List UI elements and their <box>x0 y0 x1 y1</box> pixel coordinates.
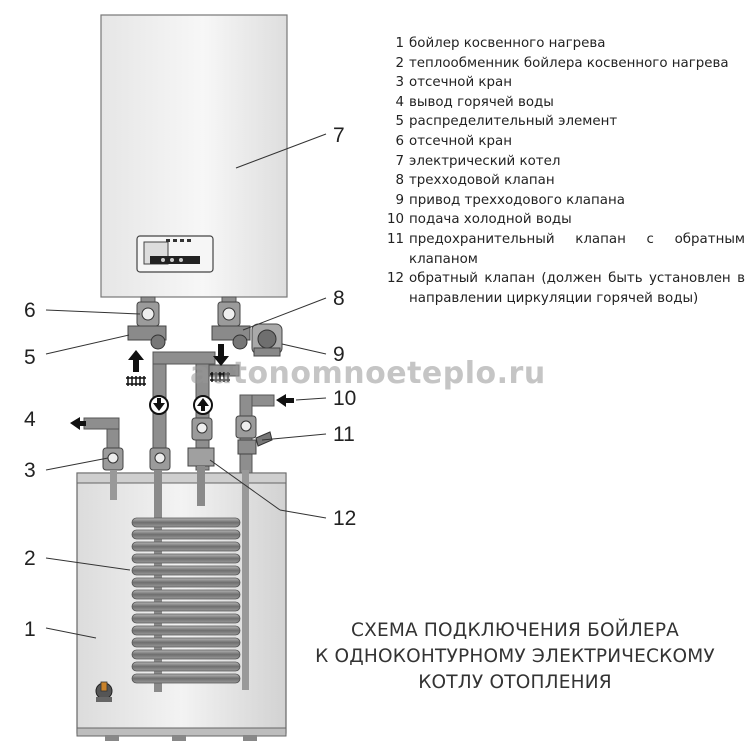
coil-turn <box>131 649 241 660</box>
coil-turn <box>131 565 241 576</box>
watermark: autonomnoeteplo.ru <box>190 356 546 391</box>
electric-boiler <box>100 14 288 298</box>
callout-12: 12 <box>333 507 356 530</box>
radiator-icon-right <box>210 372 230 382</box>
callout-11: 11 <box>333 423 355 446</box>
callout-4: 4 <box>24 408 36 431</box>
coil-turn <box>131 661 241 672</box>
callout-10: 10 <box>333 387 356 410</box>
heat-exchanger-coil <box>131 517 241 684</box>
coil-turn <box>131 613 241 624</box>
shutoff-valve-right <box>211 301 251 350</box>
callout-3: 3 <box>24 459 36 482</box>
safety-valve-11 <box>235 415 273 455</box>
radiator-icon-left <box>126 376 146 386</box>
boiler-control-panel <box>136 235 214 273</box>
coil-turn <box>131 589 241 600</box>
callout-9: 9 <box>333 343 345 366</box>
callout-5: 5 <box>24 346 36 369</box>
flow-up-icon <box>193 395 213 415</box>
cold-water-in-arrow-icon <box>276 394 294 407</box>
coil-turn <box>131 529 241 540</box>
leader-lines <box>45 133 327 639</box>
coil-turn <box>131 637 241 648</box>
thermostat-knob <box>95 681 113 702</box>
hot-water-out-arrow-icon <box>70 417 86 430</box>
caption-line-1: СХЕМА ПОДКЛЮЧЕНИЯ БОЙЛЕРА <box>350 620 680 641</box>
flow-down-icon <box>149 395 169 415</box>
caption-line-2: К ОДНОКОНТУРНОМУ ЭЛЕКТРИЧЕСКОМУ <box>315 646 715 667</box>
callout-numbers: 1 2 3 4 5 6 7 8 9 10 11 12 <box>24 124 356 641</box>
shutoff-valve-3 <box>102 447 124 471</box>
coil-turn <box>131 601 241 612</box>
coil-turn <box>131 625 241 636</box>
callout-8: 8 <box>333 287 345 310</box>
scheme-caption: СХЕМА ПОДКЛЮЧЕНИЯ БОЙЛЕРА К ОДНОКОНТУРНО… <box>290 618 740 696</box>
callout-6: 6 <box>24 299 36 322</box>
check-valve-12 <box>187 417 215 467</box>
coil-turn <box>131 577 241 588</box>
coil-turn <box>131 517 241 528</box>
callout-2: 2 <box>24 547 36 570</box>
caption-line-3: КОТЛУ ОТОПЛЕНИЯ <box>418 672 612 693</box>
coil-valve-left <box>149 447 171 471</box>
coil-turn <box>131 673 241 684</box>
callout-1: 1 <box>24 618 36 641</box>
shutoff-valve-left <box>127 301 167 350</box>
three-way-valve-actuator <box>251 323 283 357</box>
callout-7: 7 <box>333 124 345 147</box>
heating-arrows <box>126 344 230 386</box>
coil-turn <box>131 541 241 552</box>
coil-turn <box>131 553 241 564</box>
